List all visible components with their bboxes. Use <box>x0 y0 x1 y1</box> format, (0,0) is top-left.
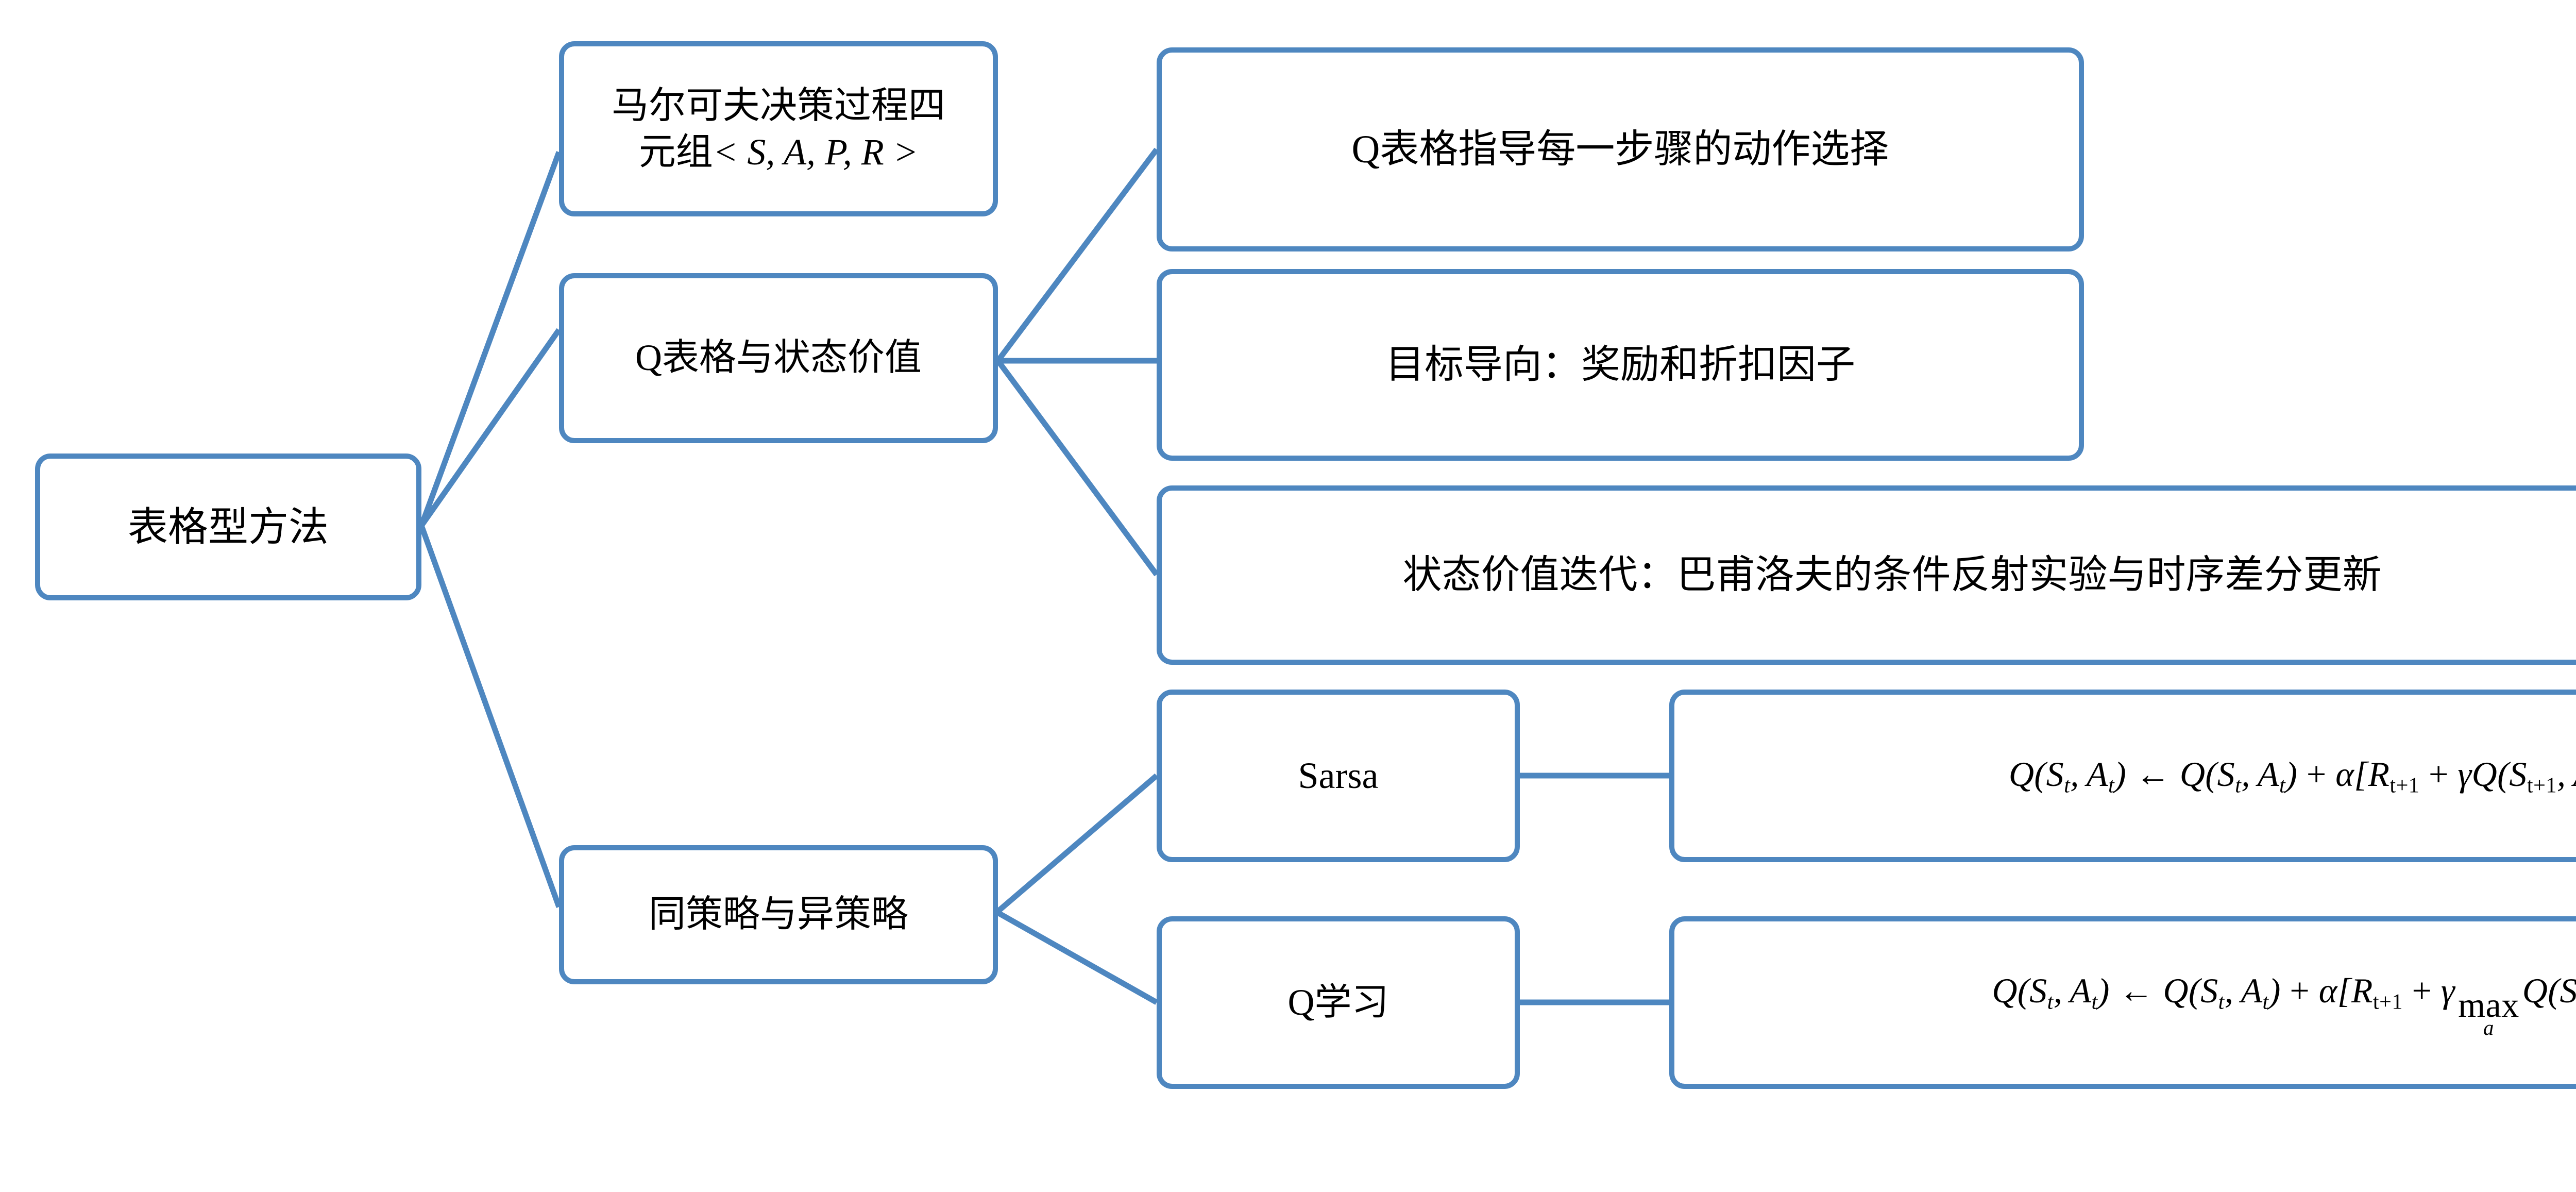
leaf-node-q-goal-reward-label: 目标导向：奖励和折扣因子 <box>1385 343 1855 387</box>
branch-node-mdp-tuple: < S, A, P, R > <box>713 131 919 173</box>
root-node-tabular-methods[interactable]: 表格型方法 <box>35 454 421 600</box>
branch-node-qtable-label: Q表格与状态价值 <box>635 337 922 379</box>
formula-sarsa-expression: Q(St, At) ← Q(St, At) + α[Rt+1 + γQ(St+1… <box>2008 754 2576 798</box>
leaf-node-sarsa-label: Sarsa <box>1298 754 1379 796</box>
formula-node-sarsa[interactable]: Q(St, At) ← Q(St, At) + α[Rt+1 + γQ(St+1… <box>1669 690 2576 862</box>
connector-policy-to-sarsa <box>995 773 1159 915</box>
branch-node-policy[interactable]: 同策略与异策略 <box>559 845 998 984</box>
connector-root-to-mdp <box>418 151 562 527</box>
connector-qtable-to-value-iteration <box>995 359 1159 577</box>
leaf-node-q-value-iteration[interactable]: 状态价值迭代：巴甫洛夫的条件反射实验与时序差分更新 <box>1157 485 2576 665</box>
branch-node-mdp-line1: 马尔可夫决策过程四 <box>611 85 945 126</box>
connector-root-to-policy <box>418 525 562 908</box>
leaf-node-qlearning-label: Q学习 <box>1287 981 1389 1023</box>
root-node-label: 表格型方法 <box>127 504 329 549</box>
connector-root-to-qtable <box>419 328 562 528</box>
leaf-node-q-value-iteration-label: 状态价值迭代：巴甫洛夫的条件反射实验与时序差分更新 <box>1402 553 2382 597</box>
leaf-node-q-goal-reward[interactable]: 目标导向：奖励和折扣因子 <box>1157 269 2084 461</box>
leaf-node-q-action-selection[interactable]: Q表格指导每一步骤的动作选择 <box>1157 47 2084 251</box>
connector-policy-to-qlearning <box>995 910 1158 1005</box>
branch-node-mdp[interactable]: 马尔可夫决策过程四 元组< S, A, P, R > <box>559 41 998 216</box>
branch-node-policy-label: 同策略与异策略 <box>648 894 908 935</box>
leaf-node-q-action-selection-label: Q表格指导每一步骤的动作选择 <box>1351 127 1889 171</box>
branch-node-qtable[interactable]: Q表格与状态价值 <box>559 273 998 443</box>
leaf-node-sarsa[interactable]: Sarsa <box>1157 690 1520 862</box>
branch-node-mdp-line2-prefix: 元组 <box>638 131 713 173</box>
branch-node-mdp-line2: 元组< S, A, P, R > <box>639 129 919 175</box>
connector-qtable-to-action-selection <box>995 147 1159 363</box>
leaf-node-qlearning[interactable]: Q学习 <box>1157 916 1520 1089</box>
